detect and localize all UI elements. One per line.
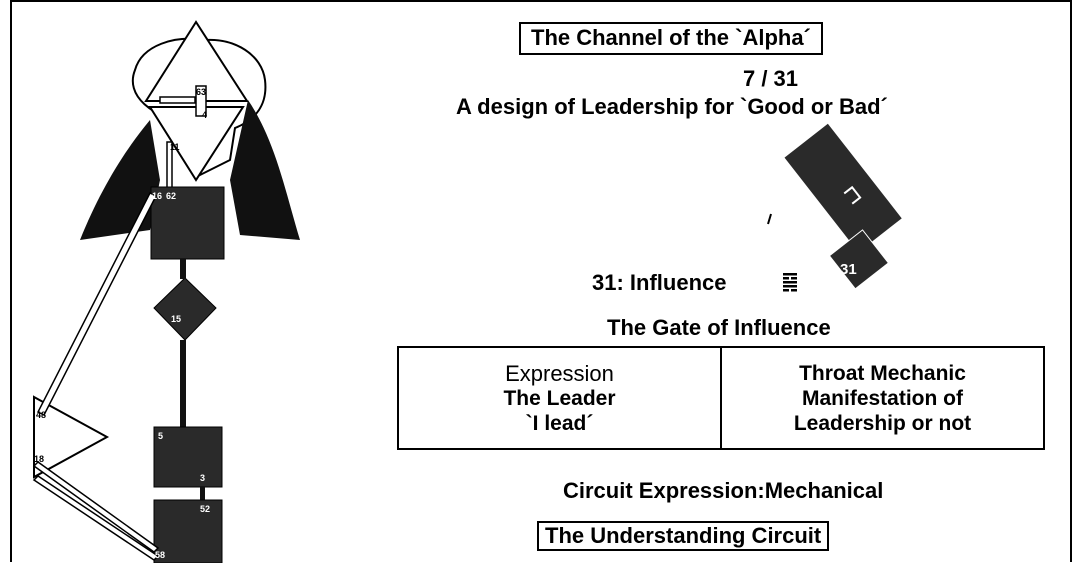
gate-label-16: 16	[152, 191, 162, 201]
gate-label-52: 52	[200, 504, 210, 514]
g-center	[153, 277, 217, 341]
gate-label-31: 31	[840, 261, 857, 278]
gate-label-11: 11	[170, 142, 180, 152]
channel-title: The Channel of the `Alpha´	[519, 22, 823, 55]
throat-fragment	[784, 123, 902, 290]
gate-name: 31: Influence	[592, 270, 727, 295]
channel-g-sacral	[180, 340, 186, 427]
throat-mechanic-line1: Manifestation of	[802, 386, 963, 410]
root-center	[153, 499, 223, 563]
gate-info-table: Expression The Leader `I lead´ Throat Me…	[397, 346, 1045, 450]
throat-mechanic-cell: Throat Mechanic Manifestation of Leaders…	[720, 346, 1045, 450]
gate-label-18: 18	[34, 454, 44, 464]
gate-title: The Gate of Influence	[607, 315, 831, 340]
channel-throat-g	[180, 259, 186, 279]
sacral-center	[153, 426, 223, 488]
channel-subtitle: A design of Leadership for `Good or Bad´	[456, 94, 888, 119]
channel-gates-text: 7 / 31	[742, 66, 799, 91]
gate-label-5: 5	[158, 431, 163, 441]
expression-line2: `I lead´	[525, 411, 594, 435]
channel-63-4	[159, 96, 196, 104]
diagram-frame	[10, 0, 1072, 562]
gate-label-63: 63	[196, 87, 206, 97]
gate-label-15: 15	[171, 314, 181, 324]
gate-label-3: 3	[200, 473, 205, 483]
throat-fragment-band	[784, 123, 902, 253]
expression-line1: The Leader	[503, 386, 616, 410]
gate-label-58: 58	[155, 550, 165, 560]
gate-31-tab	[828, 229, 890, 290]
circuit-name: The Understanding Circuit	[537, 521, 830, 551]
channel-spleen-root-2	[32, 475, 160, 561]
hair-right	[230, 100, 300, 240]
stray-mark	[767, 213, 772, 225]
hexagram-31-icon	[783, 273, 797, 292]
channel-63-4-b	[195, 85, 207, 117]
ajna-center	[148, 106, 245, 182]
channel-18-58	[32, 461, 160, 553]
expression-heading: Expression	[505, 360, 614, 386]
throat-center	[150, 186, 225, 260]
gate-label-4: 4	[202, 110, 207, 120]
circuit-expression: Circuit Expression:Mechanical	[563, 478, 884, 503]
channel-16-48	[36, 191, 158, 417]
hair-left	[80, 120, 160, 240]
channel-3-60	[200, 487, 205, 500]
spleen-center	[33, 395, 110, 479]
throat-mechanic-line2: Leadership or not	[793, 411, 972, 435]
gate-label-48: 48	[36, 410, 46, 420]
gate-label-62: 62	[166, 191, 176, 201]
channel-gates: 7 / 31	[0, 66, 1077, 92]
throat-mechanic-heading: Throat Mechanic	[799, 361, 966, 385]
expression-cell: Expression The Leader `I lead´	[397, 346, 722, 450]
throat-fragment-mark	[843, 185, 862, 205]
